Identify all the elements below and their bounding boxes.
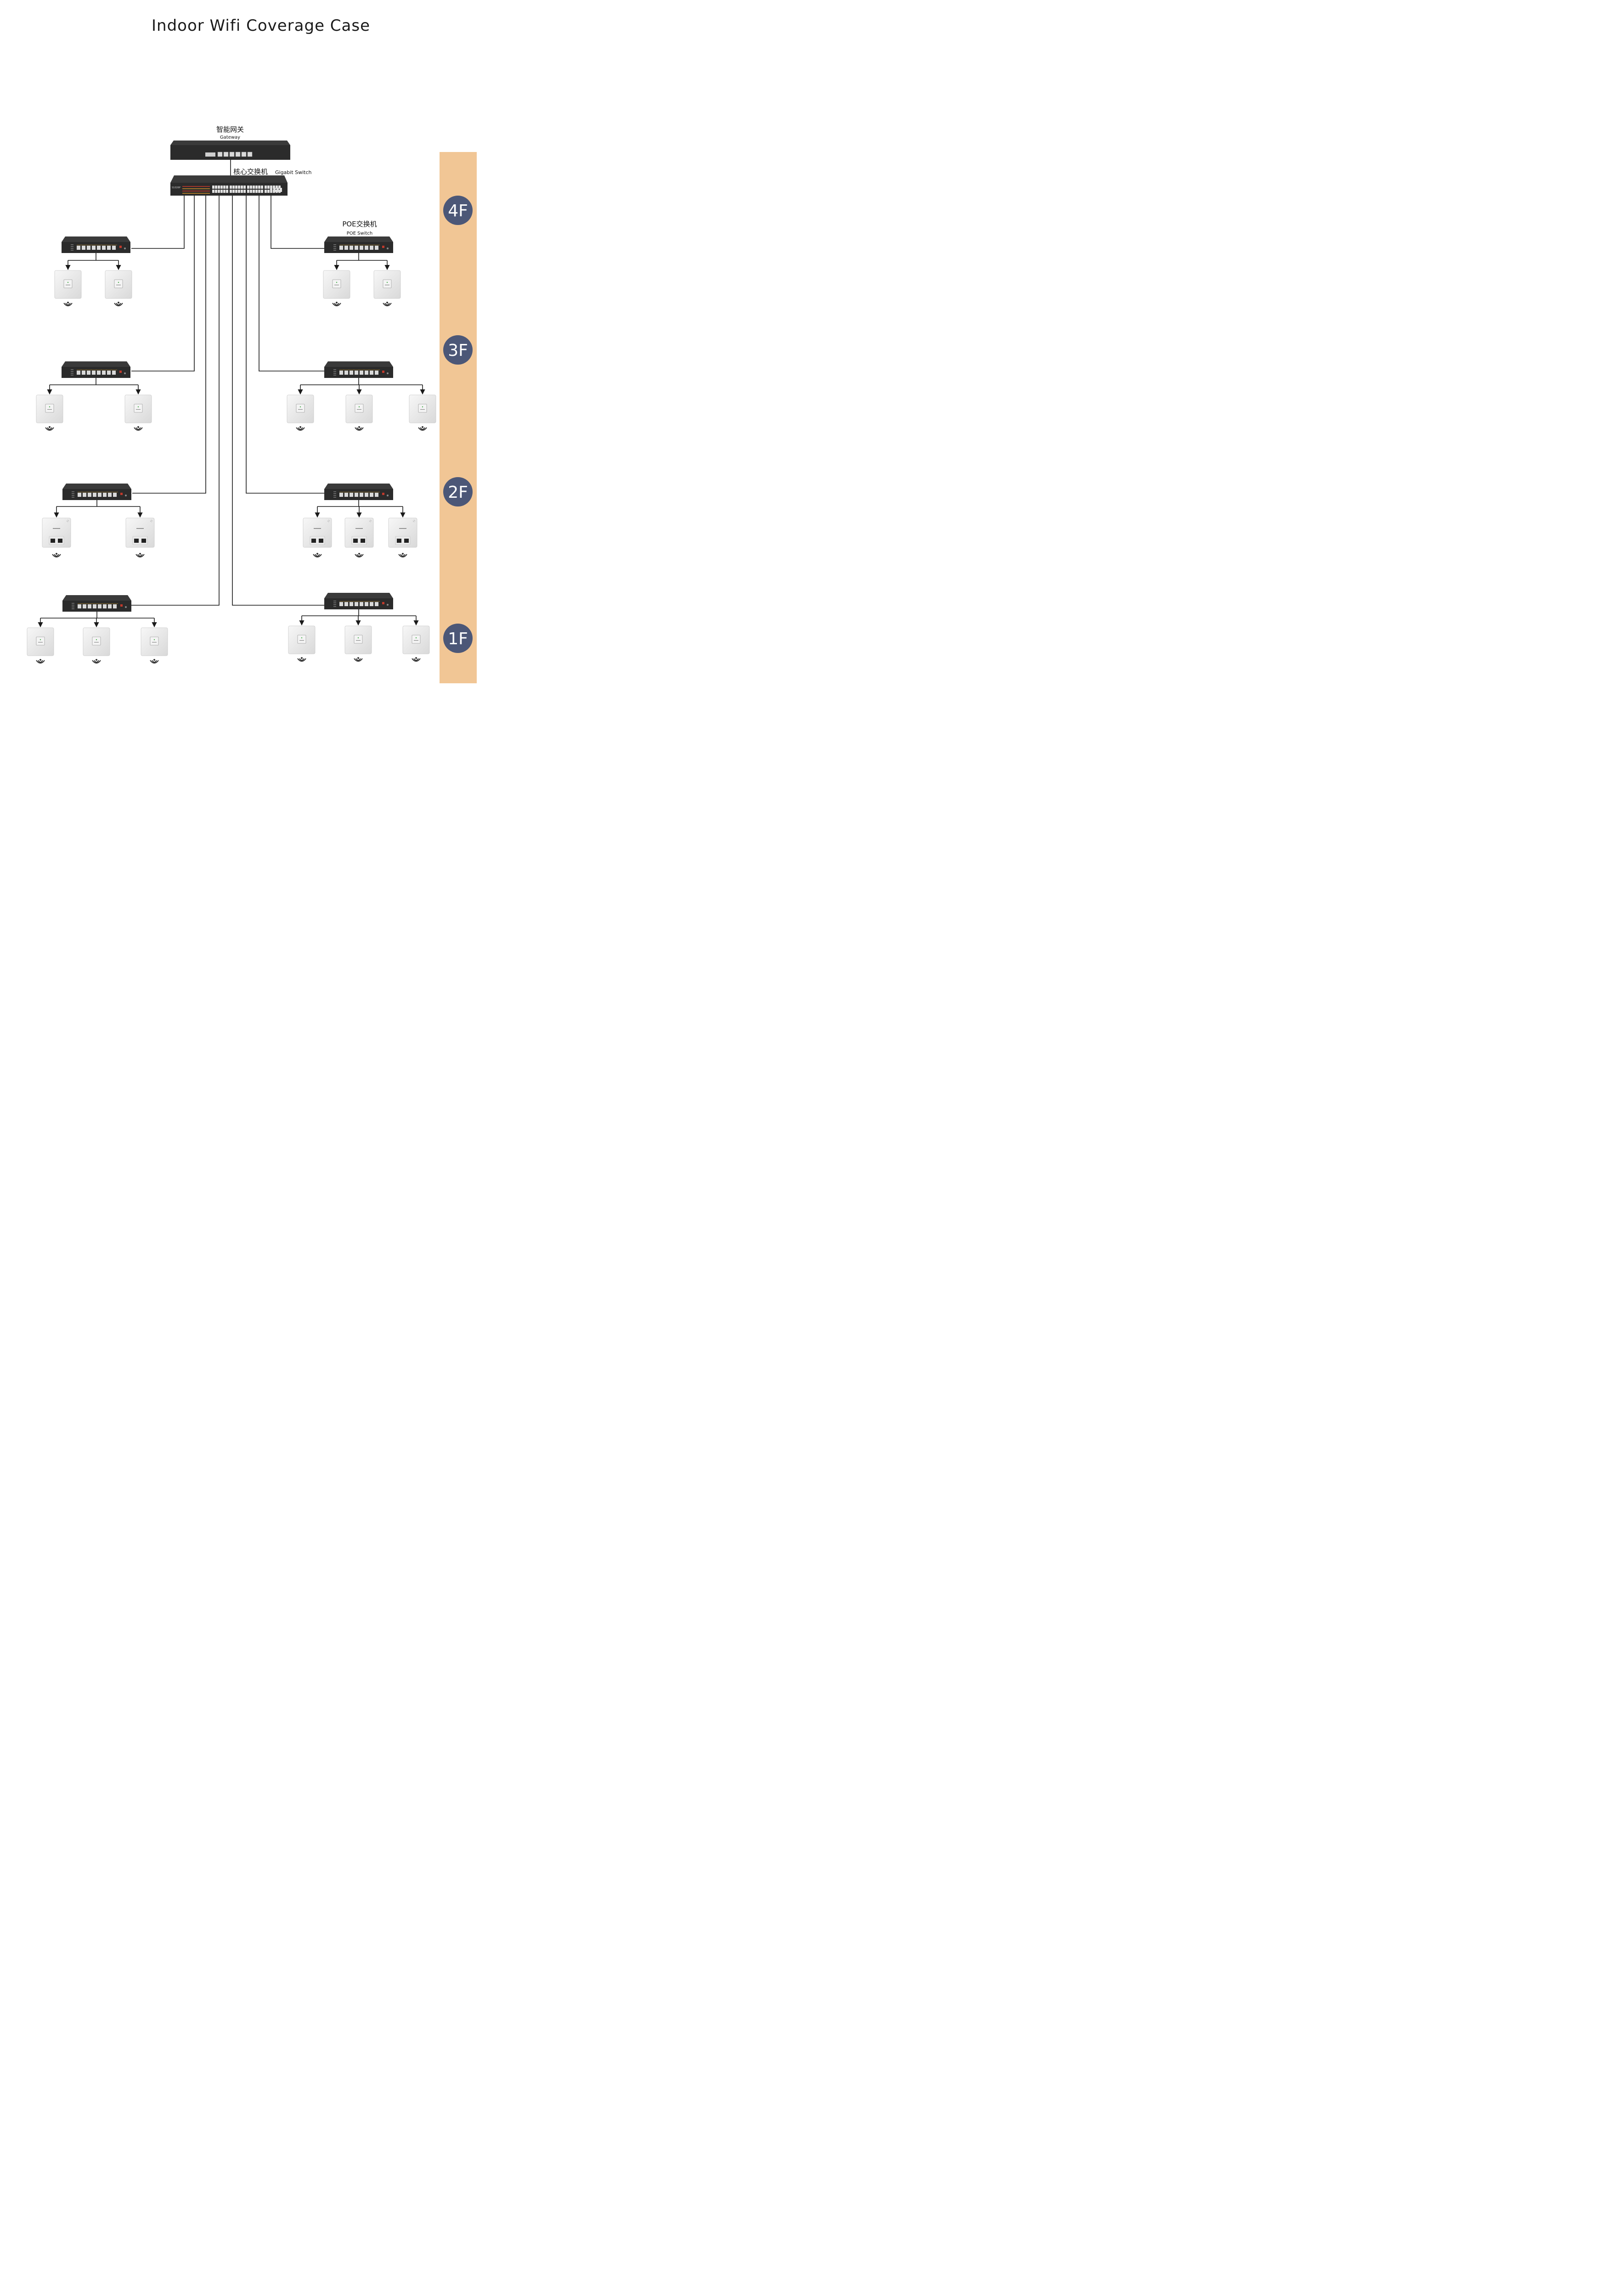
floor-node-1f-left: [27, 595, 168, 664]
ceiling-ap: [105, 270, 132, 299]
poe-switch-device: [62, 236, 130, 253]
trunk-wires: [131, 196, 324, 606]
core-switch-label-en: Gigabit Switch: [275, 169, 312, 175]
wifi-signal-icon: [398, 553, 407, 557]
ceiling-ap: [83, 627, 110, 656]
floor-node-4f-right: [323, 236, 401, 306]
panel-ap: [125, 518, 155, 548]
wifi-signal-icon: [354, 657, 363, 662]
floor-label: 4F: [448, 202, 468, 220]
wifi-signal-icon: [297, 657, 306, 662]
wifi-signal-icon: [45, 426, 54, 431]
poe-switch-device: [324, 593, 393, 609]
poe-switch-device: [324, 484, 393, 500]
wifi-signal-icon: [114, 302, 123, 306]
floor-node-2f-right: [303, 484, 417, 557]
poe-switch-label-cn: POE交换机: [342, 220, 377, 228]
wifi-signal-icon: [355, 553, 364, 557]
floor-node-2f-left: [42, 484, 155, 557]
floor-badge-4f: 4F: [443, 196, 473, 225]
floor-badges: 4F 3F 2F 1F: [443, 196, 473, 653]
panel-ap: [344, 518, 374, 548]
wifi-signal-icon: [36, 659, 45, 664]
ap-wires: [65, 253, 121, 270]
wifi-signal-icon: [150, 659, 159, 664]
wifi-signal-icon: [418, 426, 427, 431]
floor-badge-1f: 1F: [443, 624, 473, 653]
ap-wires: [298, 378, 425, 395]
core-switch-device: S1026P: [170, 175, 288, 196]
ceiling-ap: [36, 394, 63, 423]
ceiling-ap: [141, 627, 168, 656]
floor-label: 1F: [448, 630, 468, 648]
ceiling-ap: [373, 270, 401, 299]
ap-wires: [299, 609, 419, 626]
wifi-signal-icon: [412, 657, 421, 662]
page-title: Indoor Wifi Coverage Case: [152, 17, 370, 35]
floor-badge-2f: 2F: [443, 477, 473, 506]
wifi-signal-icon: [92, 659, 101, 664]
floor-node-1f-right: [288, 593, 430, 662]
wifi-signal-icon: [383, 302, 392, 306]
wifi-signal-icon: [355, 426, 364, 431]
floor-label: 3F: [448, 341, 468, 360]
ceiling-ap: [287, 394, 314, 423]
ap-wires: [54, 500, 143, 518]
floor-badge-3f: 3F: [443, 335, 473, 365]
ceiling-ap: [402, 625, 430, 654]
wifi-signal-icon: [135, 553, 145, 557]
poe-switch-label-en: POE Switch: [347, 231, 372, 236]
ceiling-ap: [54, 270, 82, 299]
floor-label: 2F: [448, 483, 468, 502]
gateway-label-en: Gateway: [220, 135, 240, 140]
panel-ap: [42, 518, 71, 548]
ceiling-ap: [288, 625, 316, 654]
poe-switch-device: [62, 595, 131, 612]
core-switch-model: S1026P: [172, 186, 180, 189]
ap-wires: [334, 253, 390, 270]
floor-node-3f-left: [36, 361, 152, 431]
panel-ap: [388, 518, 417, 548]
core-switch-label-cn: 核心交换机: [233, 168, 268, 176]
wifi-signal-icon: [52, 553, 61, 557]
poe-switch-device: [324, 361, 393, 378]
wifi-signal-icon: [313, 553, 322, 557]
wifi-signal-icon: [63, 302, 73, 306]
floor-node-4f-left: [54, 236, 132, 306]
ceiling-ap: [27, 627, 54, 656]
ap-wires: [315, 500, 406, 518]
gateway-device: [170, 141, 290, 160]
floor-bar: [440, 152, 477, 683]
ceiling-ap: [344, 625, 372, 654]
ap-wires: [47, 378, 141, 395]
poe-switch-device: [62, 484, 131, 500]
ceiling-ap: [345, 394, 373, 423]
gateway-label-cn: 智能网关: [216, 125, 244, 134]
ap-wires: [38, 612, 157, 628]
floor-node-3f-right: [287, 361, 436, 431]
wifi-signal-icon: [332, 302, 341, 306]
panel-ap: [303, 518, 332, 548]
ceiling-ap: [323, 270, 350, 299]
poe-switch-device: [324, 236, 393, 253]
ceiling-ap: [124, 394, 152, 423]
poe-switch-device: [62, 361, 130, 378]
ceiling-ap: [409, 394, 436, 423]
wifi-signal-icon: [134, 426, 143, 431]
wifi-signal-icon: [296, 426, 305, 431]
